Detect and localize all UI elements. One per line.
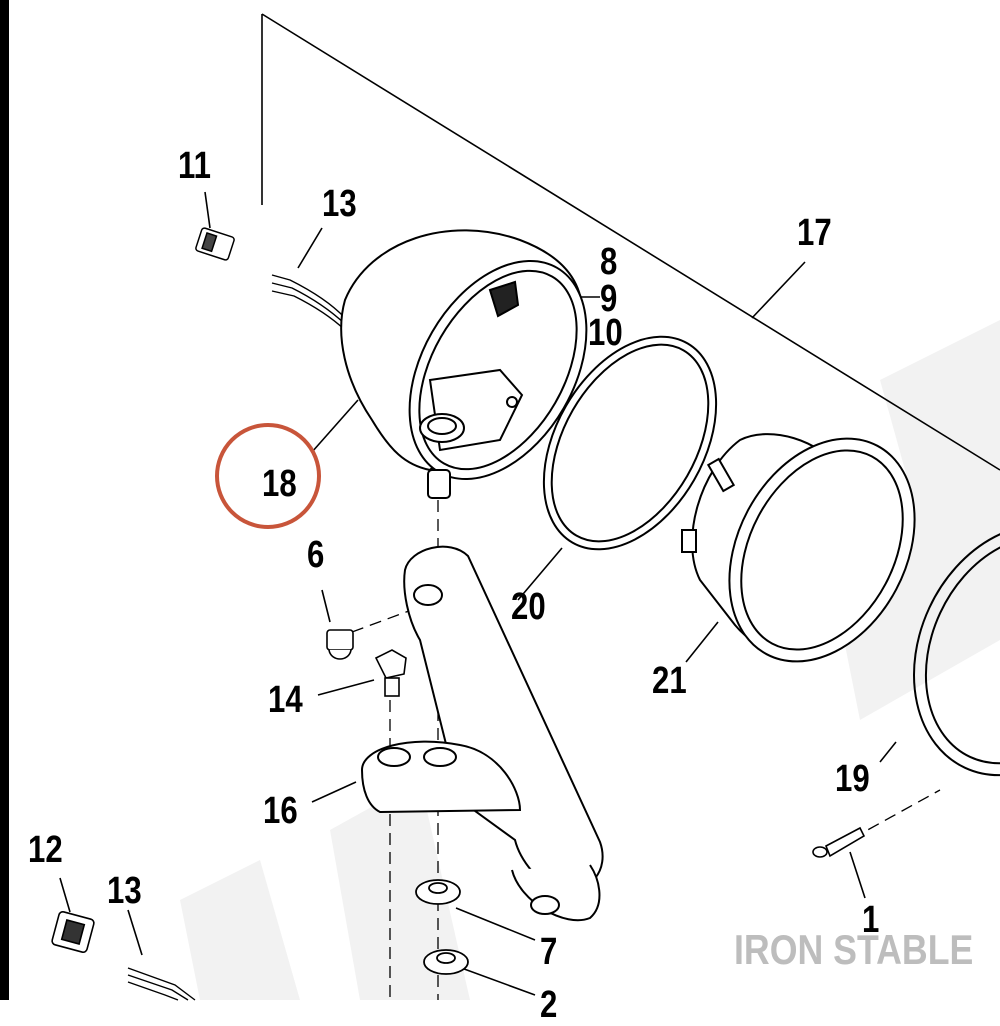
callout-8: 8 [600,241,618,283]
callout-12: 12 [28,829,63,871]
part-11-connector [195,227,235,261]
part-2-lockwasher [423,949,469,975]
callout-16: 16 [263,790,298,832]
callout-11: 11 [178,145,211,187]
part-1-screw [812,826,866,858]
callout-6: 6 [307,534,325,576]
highlight-circle [215,423,321,529]
part-16-bracket [360,545,604,922]
callout-20: 20 [511,586,546,628]
part-19-trim-ring [913,523,1000,777]
part-20-ring [542,335,718,551]
callout-14: 14 [268,679,303,721]
callout-17: 17 [797,212,832,254]
callout-9: 9 [600,278,618,320]
part-13-wire-harness-bottom [127,967,196,1001]
diagram-artwork [51,13,1000,1001]
part-12-connector [51,911,95,953]
part-13-wire-harness-top [271,274,346,331]
callout-19: 19 [835,758,870,800]
part-21-lamp-unit [681,433,916,663]
callout-10: 10 [588,312,623,354]
callout-7: 7 [540,931,558,973]
part-18-headlamp-shell [340,229,588,499]
callout-18: 18 [262,463,297,505]
callout-21: 21 [652,660,687,702]
part-7-washer [415,879,461,905]
callout-13-bottom: 13 [107,870,142,912]
callout-1: 1 [862,899,880,941]
part-6-acorn-nut [326,629,354,660]
callout-13-top: 13 [322,183,357,225]
left-edge-bar [0,0,9,1000]
callout-2: 2 [540,984,558,1026]
part-14-bolt [374,649,407,697]
brand-watermark: IRON STABLE [734,926,974,973]
